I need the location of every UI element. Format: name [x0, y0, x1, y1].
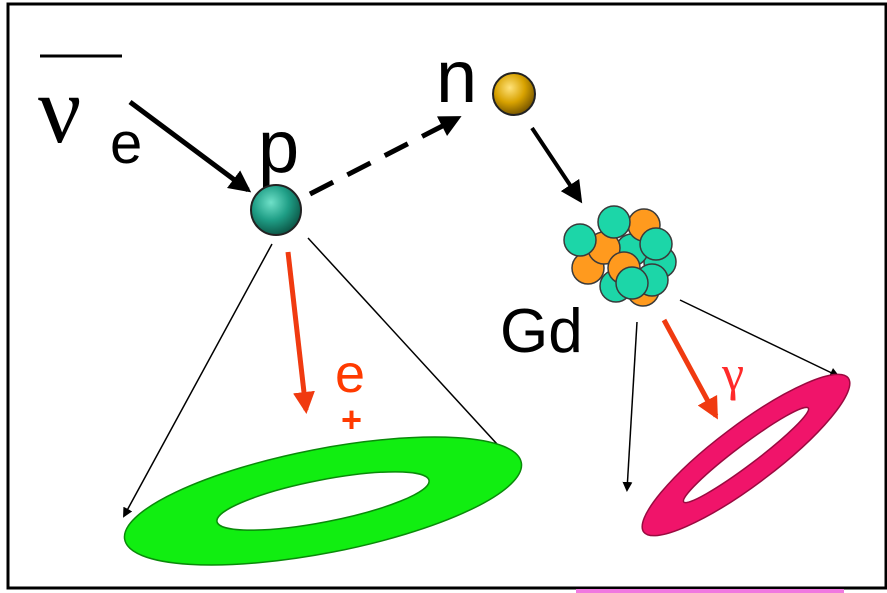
gd-label: Gd — [500, 297, 583, 366]
neutron-to-gd-arrow — [530, 126, 583, 204]
gd-cone-left — [622, 321, 638, 492]
positron-label: e — [335, 344, 365, 404]
antineutrino-symbol: ν — [38, 56, 81, 163]
proton-to-neutron-arrow — [308, 115, 462, 197]
proton-sphere — [250, 184, 302, 236]
positron-ring-icon — [123, 436, 523, 566]
gd-cone-right — [679, 299, 840, 378]
gamma-label: γ — [721, 345, 744, 401]
gd-nucleus-icon — [563, 205, 677, 307]
neutron-sphere — [492, 72, 536, 116]
positron-arrow — [285, 251, 315, 414]
positron-charge: + — [341, 399, 362, 440]
frame-border — [6, 2, 887, 590]
gamma-ring-icon — [641, 373, 851, 537]
proton-cone-right — [307, 237, 521, 470]
proton-label: p — [258, 105, 299, 188]
antineutrino-arrow — [128, 99, 252, 193]
corner-patch — [576, 589, 844, 593]
proton-cone-left — [123, 243, 273, 518]
neutron-label: n — [436, 35, 477, 118]
gamma-arrow — [661, 318, 719, 420]
antineutrino-subscript: e — [110, 111, 142, 176]
